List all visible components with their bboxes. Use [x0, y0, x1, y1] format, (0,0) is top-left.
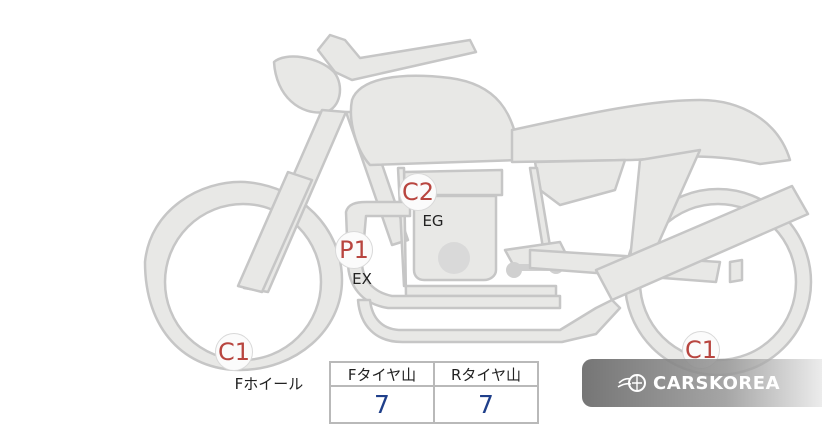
rear-tire-header: Rタイヤ山: [433, 361, 539, 387]
carskorea-text: CARSKOREA: [653, 372, 780, 394]
carskorea-logo-icon: [617, 374, 646, 392]
exhaust-marker: P1: [335, 231, 373, 269]
tire-table-value-row: 7 7: [329, 385, 539, 424]
front-wheel-code: C1: [217, 338, 251, 366]
exhaust-code: P1: [339, 236, 369, 264]
tire-table-header-row: Fタイヤ山 Rタイヤ山: [329, 361, 539, 387]
front-tire-value: 7: [329, 385, 435, 424]
engine-caption: EG: [422, 212, 444, 230]
front-tire-header: Fタイヤ山: [329, 361, 435, 387]
rear-tire-value: 7: [433, 385, 539, 424]
tire-depth-table: Fタイヤ山 Rタイヤ山 7 7: [329, 361, 539, 424]
engine-marker: C2: [399, 173, 437, 211]
exhaust-caption: EX: [352, 270, 372, 288]
carskorea-watermark: CARSKOREA: [582, 359, 822, 407]
front-wheel-marker: C1: [215, 333, 253, 371]
engine-code: C2: [401, 178, 435, 206]
front-wheel-caption: Fホイール: [234, 375, 304, 393]
